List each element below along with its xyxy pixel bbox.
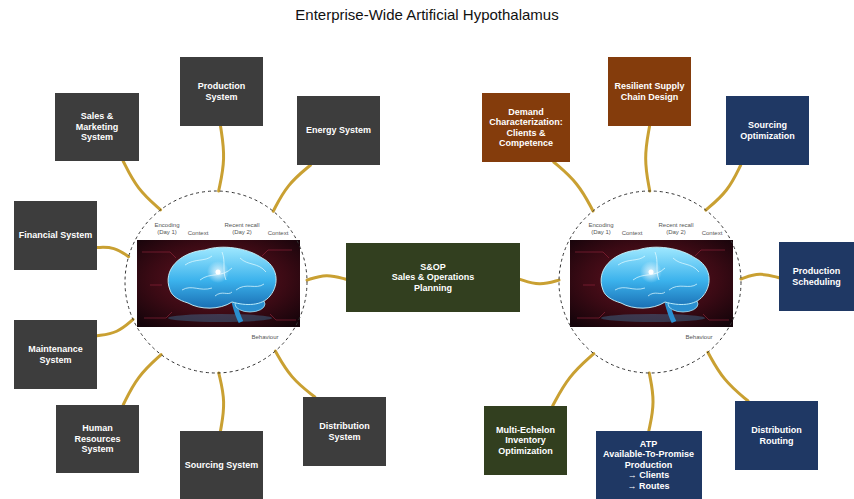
brain-circle: Encoding (Day 1)ContextRecent recall (Da…	[558, 190, 742, 374]
label-anchor: Recent recall (Day 2)	[656, 222, 696, 235]
brain-illustration	[570, 240, 733, 327]
circle-outline	[558, 190, 742, 374]
neuron-connector	[708, 352, 748, 401]
brain-illustration	[137, 240, 300, 327]
system-box: Human Resources System	[56, 405, 139, 473]
neuron-connector	[554, 162, 593, 211]
brain-background	[137, 240, 300, 327]
box-label: Sales & Marketing System	[59, 111, 135, 142]
brain-circle: Encoding (Day 1)ContextRecent recall (Da…	[124, 190, 308, 374]
neuron-connector	[307, 276, 346, 280]
neuron-connector	[123, 355, 161, 405]
neuron-label: Encoding (Day 1)	[150, 222, 184, 235]
system-box: Sourcing Optimization	[726, 96, 809, 165]
system-box: Demand Characterization: Clients & Compe…	[482, 93, 570, 162]
neuron-connector	[219, 373, 224, 431]
box-label: Multi-Echelon Inventory Optimization	[488, 425, 563, 456]
neuron-connector	[273, 165, 310, 211]
box-label: Sales & Operations Planning	[376, 272, 490, 293]
neuron-connector	[123, 161, 160, 210]
brain-glow	[207, 261, 229, 283]
label-anchor: Encoding (Day 1)	[584, 222, 618, 235]
box-label: Demand Characterization: Clients & Compe…	[486, 107, 566, 148]
neuron-connector	[275, 351, 315, 397]
neuron-label: Recent recall (Day 2)	[656, 222, 696, 235]
system-box: Maintenance System	[14, 320, 97, 389]
box-label: ATP	[640, 439, 657, 449]
system-box: Distribution Routing	[735, 401, 818, 470]
system-box: Distribution System	[303, 397, 386, 466]
box-label: Distribution Routing	[739, 425, 814, 446]
box-label: Production System	[184, 81, 259, 102]
label-anchor: Encoding (Day 1)	[150, 222, 184, 235]
label-anchor: Behaviour	[684, 334, 714, 341]
system-box: Production Scheduling	[779, 242, 854, 311]
label-anchor: Context	[266, 230, 290, 237]
system-box: Sales & Marketing System	[55, 93, 139, 161]
box-label: Human Resources System	[60, 423, 135, 454]
brain-folds	[182, 252, 266, 296]
neuron-connector	[97, 247, 129, 256]
cerebrum	[168, 247, 276, 308]
neuron-label: Context	[266, 230, 290, 237]
box-label: Sourcing Optimization	[730, 120, 805, 141]
neuron-connector	[646, 126, 650, 191]
neuron-label: Context	[620, 230, 644, 237]
box-label: Maintenance System	[18, 344, 93, 365]
box-label: Sourcing System	[185, 460, 259, 470]
label-anchor: Recent recall (Day 2)	[222, 222, 262, 235]
neuron-connector	[706, 165, 741, 210]
neuron-connector	[520, 279, 559, 283]
box-label: → Clients	[628, 470, 670, 480]
label-anchor: Behaviour	[250, 334, 280, 341]
label-anchor: Context	[186, 230, 210, 237]
neuron-label: Context	[700, 230, 724, 237]
neuron-connector	[553, 354, 594, 406]
system-box: Energy System	[297, 96, 380, 165]
system-box: S&OPSales & Operations Planning	[346, 243, 520, 312]
brain-reflection	[168, 314, 272, 322]
neuron-connector	[649, 373, 653, 431]
box-label: Available-To-Promise Production	[600, 449, 698, 470]
system-box: Production System	[180, 57, 263, 126]
system-box: Multi-Echelon Inventory Optimization	[484, 406, 567, 475]
neuron-label: Behaviour	[684, 334, 714, 341]
label-anchor: Context	[620, 230, 644, 237]
neuron-label: Encoding (Day 1)	[584, 222, 618, 235]
dashed-circle	[125, 191, 307, 373]
box-label: Energy System	[306, 125, 371, 135]
neuron-label: Recent recall (Day 2)	[222, 222, 262, 235]
brain-core	[216, 270, 221, 275]
system-box: Financial System	[14, 201, 97, 270]
box-label: S&OP	[420, 262, 446, 272]
diagram-title: Enterprise-Wide Artificial Hypothalamus	[0, 0, 854, 23]
box-label: Distribution System	[307, 421, 382, 442]
neuron-label: Behaviour	[250, 334, 280, 341]
system-box: ATPAvailable-To-Promise Production→ Clie…	[596, 431, 702, 499]
box-label: → Routes	[627, 481, 669, 491]
system-box: Resilient Supply Chain Design	[608, 57, 691, 126]
box-label: Resilient Supply Chain Design	[612, 81, 687, 102]
circle-outline	[124, 190, 308, 374]
box-label: Financial System	[19, 230, 93, 240]
neuron-connector	[97, 319, 133, 335]
neuron-connector	[741, 274, 779, 279]
neuron-connector	[219, 126, 224, 191]
label-anchor: Context	[700, 230, 724, 237]
box-label: Production Scheduling	[783, 266, 850, 287]
system-box: Sourcing System	[180, 431, 263, 499]
dashed-circle	[559, 191, 741, 373]
neuron-label: Context	[186, 230, 210, 237]
